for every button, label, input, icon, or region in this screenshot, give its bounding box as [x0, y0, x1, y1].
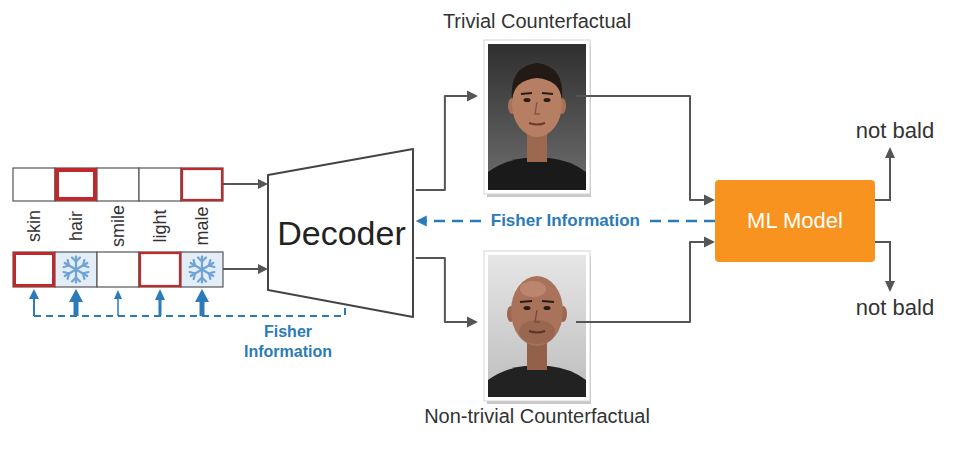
attribute-label: male	[193, 206, 211, 245]
latent-row	[13, 252, 223, 287]
feedback-line	[34, 305, 345, 316]
frozen-icon	[63, 257, 90, 283]
attribute-label: smile	[109, 205, 127, 247]
latent-row	[13, 168, 223, 201]
selected-cell	[57, 170, 95, 199]
node-title: ML Model	[747, 208, 843, 234]
arrow-head	[704, 237, 715, 248]
connector	[576, 237, 715, 323]
selected-cell	[15, 254, 54, 286]
attribute-label: light	[151, 209, 169, 242]
output-label: not bald	[856, 118, 934, 144]
input-arrow	[223, 179, 268, 274]
text-holder: Non-trivial Counterfactual	[392, 405, 682, 428]
image-node: Trivial Counterfactual	[407, 10, 667, 194]
annotation: Fisher Information	[232, 322, 344, 362]
node-title: Decoder	[277, 214, 406, 253]
attribute-label: hair	[67, 211, 85, 241]
text-holder: ML Model	[715, 180, 875, 262]
arrow-head	[467, 317, 478, 328]
edge-label: Fisher Information	[487, 211, 644, 231]
fisher-arrow	[29, 289, 209, 316]
photo-frame	[478, 44, 576, 190]
photo-frame	[478, 255, 576, 397]
arrow-head	[467, 91, 478, 102]
arrow-head	[704, 195, 715, 206]
decoder-trapezoid: Decoder	[267, 148, 416, 318]
text-holder: Trivial Counterfactual	[407, 10, 667, 33]
output-arrow	[875, 147, 895, 292]
frozen-icon	[189, 257, 216, 283]
connector	[416, 258, 478, 328]
connector	[576, 96, 715, 206]
arrow-head	[416, 216, 427, 227]
face-photo	[484, 40, 591, 197]
attribute-label: skin	[25, 210, 43, 242]
selected-cell	[140, 253, 180, 286]
model-box: ML Model	[715, 180, 875, 262]
node-title: Trivial Counterfactual	[407, 10, 667, 33]
selected-cell	[182, 169, 222, 200]
face-photo	[484, 251, 591, 404]
image-node: Non-trivial Counterfactual	[392, 253, 682, 438]
output-label: not bald	[856, 295, 934, 321]
text-holder: Decoder	[267, 148, 416, 318]
connector	[416, 91, 478, 191]
node-title: Non-trivial Counterfactual	[392, 405, 682, 428]
